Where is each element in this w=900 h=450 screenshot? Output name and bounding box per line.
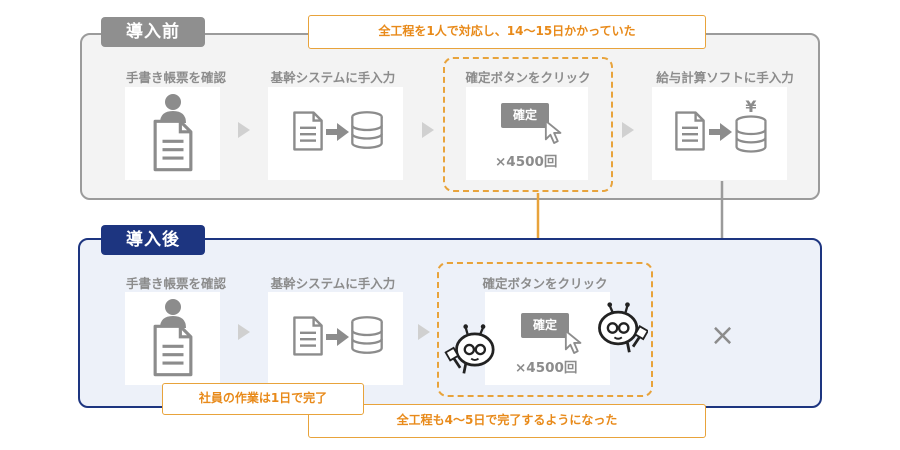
cursor-icon	[564, 330, 582, 354]
document-to-database-icon	[293, 315, 383, 356]
document-to-yen-coins-icon: ¥	[675, 97, 767, 153]
after-confirm-button[interactable]: 確定	[521, 313, 569, 338]
after-flow-arrow-2	[418, 324, 430, 340]
after-step-3-card	[485, 292, 610, 385]
after-summary-callout: 全工程も4〜5日で完了するようになった	[308, 404, 706, 438]
before-step-2-label: 基幹システムに手入力	[270, 70, 396, 85]
before-click-count: ×4500回	[495, 154, 558, 170]
before-step-3-label: 確定ボタンをクリック	[465, 70, 591, 85]
after-step-3-label: 確定ボタンをクリック	[482, 276, 608, 291]
after-step-2-label: 基幹システムに手入力	[270, 276, 396, 291]
before-step-4-label: 給与計算ソフトに手入力	[656, 70, 794, 85]
person-document-icon	[153, 94, 193, 172]
person-document-icon	[153, 299, 193, 377]
after-step-3-highlight	[437, 262, 653, 397]
after-step-1-label: 手書き帳票を確認	[125, 276, 226, 291]
before-step-3-card	[466, 87, 588, 180]
before-step-1-card	[125, 87, 220, 180]
before-flow-arrow-1	[238, 122, 250, 138]
removed-step-mark: ×	[710, 318, 736, 353]
svg-text:¥: ¥	[745, 97, 756, 116]
before-flow-arrow-3	[622, 122, 634, 138]
after-tag: 導入後	[101, 225, 205, 255]
after-click-count: ×4500回	[515, 360, 578, 376]
robot-left-icon	[444, 322, 495, 375]
before-step-1-label: 手書き帳票を確認	[125, 70, 226, 85]
before-step-2-card	[268, 87, 403, 180]
before-tag: 導入前	[101, 17, 205, 47]
after-step-2-card	[268, 292, 403, 385]
robot-right-icon	[597, 300, 648, 354]
before-flow-arrow-2	[422, 122, 434, 138]
before-step-4-card: ¥	[652, 87, 787, 180]
before-confirm-button[interactable]: 確定	[501, 103, 549, 128]
employee-work-callout: 社員の作業は1日で完了	[162, 383, 364, 415]
before-step-3-highlight	[443, 57, 613, 192]
after-step-1-card	[125, 292, 220, 385]
after-flow-arrow-1	[238, 324, 250, 340]
before-summary-callout: 全工程を1人で対応し、14〜15日かかっていた	[308, 15, 706, 49]
